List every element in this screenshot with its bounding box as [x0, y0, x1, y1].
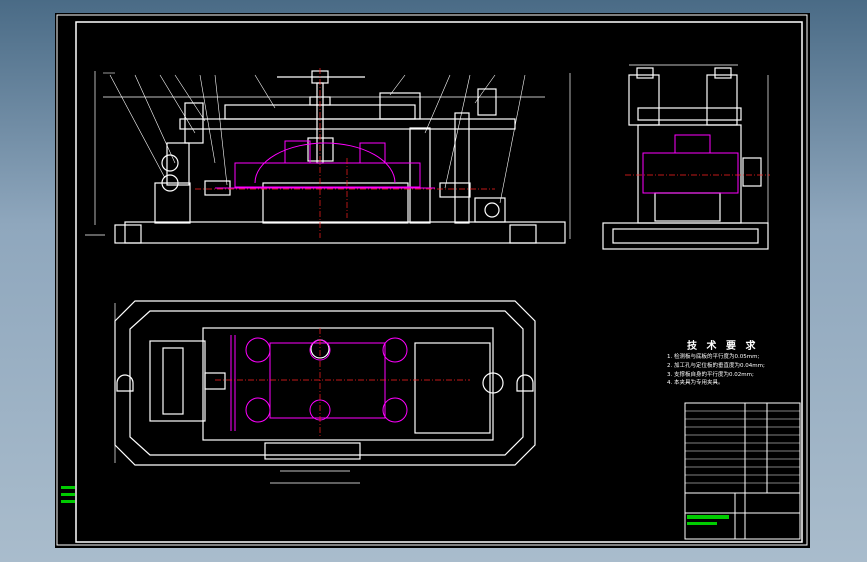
- front-top-beam: [179, 118, 516, 130]
- fixture-assembly-drawing: [56, 14, 808, 546]
- cad-drawing-canvas: 技 术 要 求 1. 检测板与底板的平行度为0.05mm; 2. 加工孔与定位板…: [55, 13, 810, 548]
- top-view-accent: [230, 335, 408, 431]
- top-front-handle-plate: [264, 442, 361, 460]
- title-block-stamp: [61, 486, 729, 525]
- top-view: [114, 300, 536, 484]
- inner-border: [75, 21, 803, 543]
- side-top-beam: [637, 107, 742, 121]
- requirement-item: 4. 本夹具为专用夹具。: [667, 380, 724, 387]
- front-view-leaders: [103, 72, 526, 204]
- top-left-mechanism: [149, 340, 206, 422]
- side-view: [602, 64, 769, 250]
- front-right-column: [409, 127, 431, 224]
- front-right-cap: [477, 88, 497, 116]
- front-base-right-ear: [509, 224, 537, 244]
- side-frame: [637, 124, 742, 224]
- top-hole-4: [245, 397, 271, 423]
- requirement-item: 1. 检测板与底板的平行度为0.05mm;: [667, 354, 760, 360]
- top-workpiece-outline: [202, 327, 494, 441]
- requirement-item: 3. 支撑板自身的平行度为0.02mm;: [667, 371, 754, 378]
- side-base-plate: [602, 222, 769, 250]
- side-right-tower: [706, 74, 738, 126]
- top-hole-1: [245, 337, 271, 363]
- requirement-item: 2. 加工孔与定位板的垂直度为0.04mm;: [667, 362, 765, 369]
- front-left-block: [154, 182, 191, 224]
- top-hole-6: [382, 397, 408, 423]
- outer-border: [56, 14, 808, 546]
- title-block: [684, 402, 801, 540]
- side-left-tower: [628, 74, 660, 126]
- front-view-accent: [215, 140, 435, 189]
- front-left-post: [184, 102, 204, 144]
- front-right-bolt: [484, 202, 500, 218]
- front-view: [85, 70, 571, 244]
- front-view-centerlines: [195, 68, 495, 238]
- front-right-foot: [474, 197, 506, 223]
- front-right-locator: [439, 182, 471, 198]
- front-clamp-housing: [379, 92, 421, 120]
- front-base-left-ear: [114, 224, 142, 244]
- front-arc-magenta: [254, 142, 396, 184]
- top-view-centerlines: [215, 328, 470, 438]
- front-right-support: [454, 112, 470, 224]
- technical-requirements-list: 1. 检测板与底板的平行度为0.05mm; 2. 加工孔与定位板的垂直度为0.0…: [667, 353, 765, 388]
- top-right-locating-pin: [482, 372, 504, 394]
- top-right-ear: [516, 374, 534, 392]
- front-press-block: [307, 137, 334, 162]
- top-hole-3: [382, 337, 408, 363]
- top-left-ear: [116, 374, 134, 392]
- side-workpiece-magenta: [642, 152, 739, 194]
- side-view-accent: [642, 134, 739, 194]
- front-workpiece-block: [262, 182, 409, 224]
- front-base-plate: [124, 221, 566, 244]
- technical-requirements-title: 技 术 要 求: [687, 341, 759, 352]
